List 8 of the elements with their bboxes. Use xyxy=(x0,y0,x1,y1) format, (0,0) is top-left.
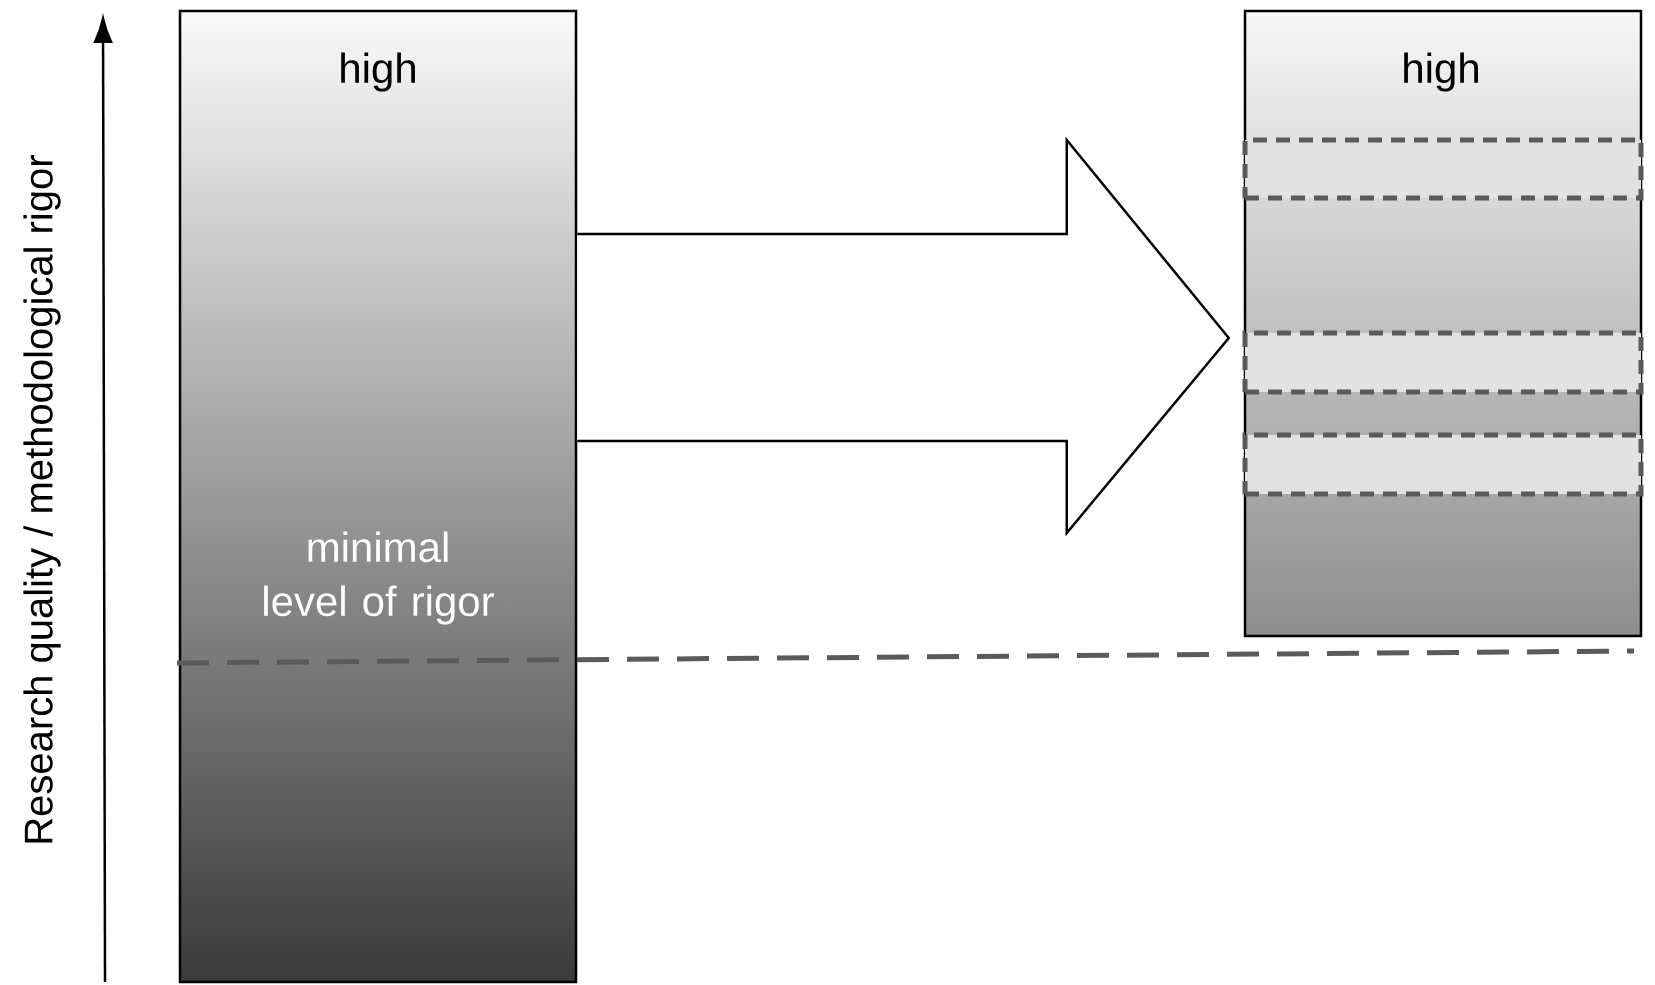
dashed-band xyxy=(1242,432,1644,497)
dashed-band xyxy=(1242,330,1644,395)
dashed-band xyxy=(1242,137,1644,201)
bar-label: high xyxy=(341,52,415,92)
axis-label: Research quality / methodological rigor xyxy=(23,155,61,843)
block-arrow xyxy=(576,136,1231,537)
bar-label: high xyxy=(1404,52,1478,92)
bar-label: minimal level of rigor xyxy=(264,531,494,625)
